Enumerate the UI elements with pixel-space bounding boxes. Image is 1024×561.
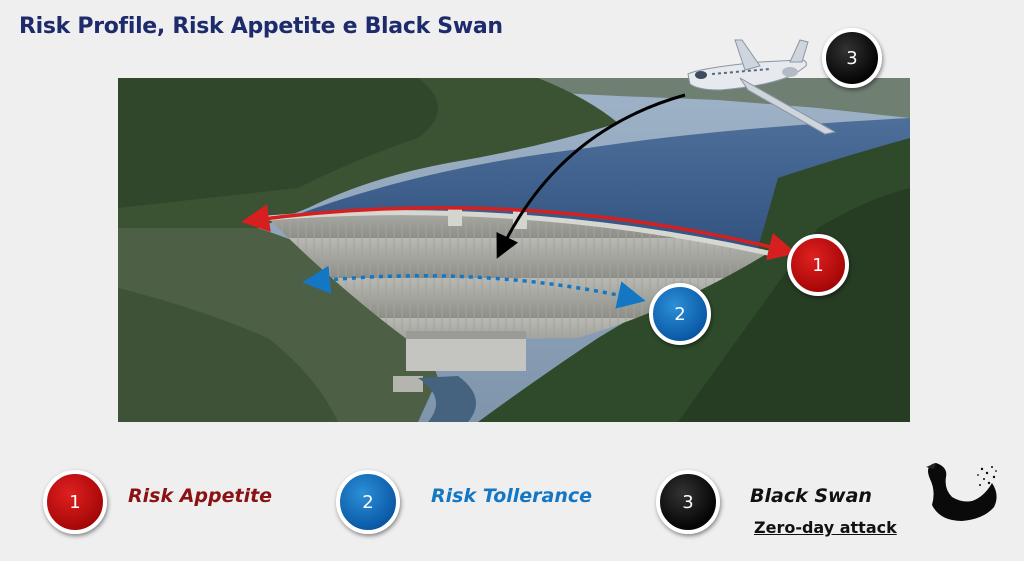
legend-appetite-badge: 1 — [43, 470, 107, 534]
legend-tolerance-badge: 2 — [336, 470, 400, 534]
legend-zero-day-label: Zero-day attack — [754, 518, 897, 537]
legend-black-swan-label: Black Swan — [750, 485, 872, 507]
slide-title: Risk Profile, Risk Appetite e Black Swan — [19, 14, 503, 39]
legend-appetite-label: Risk Appetite — [128, 485, 273, 507]
risk-appetite-badge: 1 — [787, 234, 849, 296]
black-swan-badge: 3 — [822, 28, 882, 88]
black-swan-icon — [926, 463, 997, 521]
legend-black-swan-badge: 3 — [656, 470, 720, 534]
risk-tolerance-badge: 2 — [649, 283, 711, 345]
legend-tolerance-label: Risk Tollerance — [431, 485, 593, 507]
